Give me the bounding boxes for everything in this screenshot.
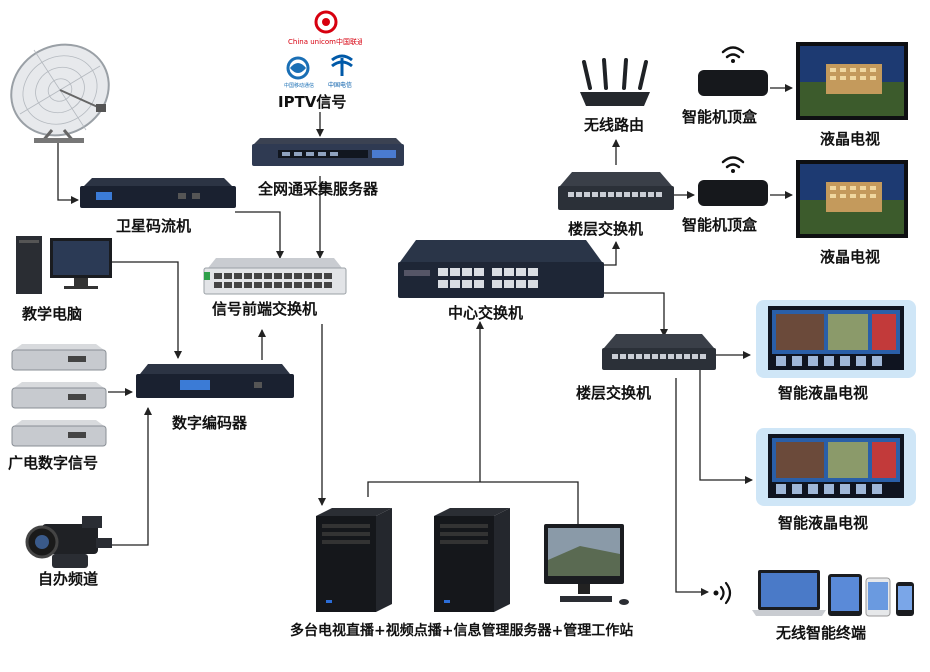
label-smart-tv-1: 智能液晶电视 bbox=[778, 384, 869, 402]
floor-switch-mid-device bbox=[600, 334, 718, 376]
smart-tv-1-icon bbox=[756, 300, 916, 378]
operator-logos: China unicom中国联通 中国移动通信 中国电信 bbox=[280, 8, 364, 90]
label-wireless-router: 无线路由 bbox=[584, 116, 645, 134]
server-tower-2-icon bbox=[430, 508, 514, 614]
label-stb-2: 智能机顶盒 bbox=[682, 216, 758, 234]
digital-settop-boxes-icon bbox=[8, 344, 110, 454]
satellite-receiver-device bbox=[78, 178, 238, 214]
label-digital-encoder: 数字编码器 bbox=[172, 414, 248, 432]
label-lcd-tv-1: 液晶电视 bbox=[820, 130, 881, 148]
lcd-tv-2-icon bbox=[796, 160, 908, 240]
svg-text:China unicom中国联通: China unicom中国联通 bbox=[288, 37, 362, 46]
label-own-channel: 自办频道 bbox=[38, 570, 99, 588]
label-front-switch: 信号前端交换机 bbox=[212, 300, 318, 318]
smart-tv-2-icon bbox=[756, 428, 916, 506]
wireless-router-icon bbox=[576, 58, 654, 110]
wire-servers-to-core bbox=[367, 481, 579, 524]
server-tower-1-icon bbox=[312, 508, 396, 614]
china-telecom-logo-icon: 中国电信 bbox=[328, 54, 353, 89]
china-mobile-logo-icon: 中国移动通信 bbox=[284, 56, 314, 89]
mobile-devices-icon bbox=[752, 568, 924, 618]
label-satellite-receiver: 卫星码流机 bbox=[116, 217, 192, 235]
floor-switch-top-device bbox=[556, 172, 676, 216]
workstation-icon bbox=[540, 524, 632, 610]
label-lcd-tv-2: 液晶电视 bbox=[820, 248, 881, 266]
wifi-signal-icon bbox=[710, 578, 738, 608]
wire-floorswitch-to-wireless bbox=[675, 378, 709, 596]
front-end-switch-device bbox=[200, 258, 350, 298]
wire-core-to-floorswitch-mid bbox=[604, 292, 668, 337]
smart-stb-2-icon bbox=[696, 150, 770, 212]
label-stb-1: 智能机顶盒 bbox=[682, 108, 758, 126]
label-core-switch: 中心交换机 bbox=[448, 304, 524, 322]
label-wireless-terminals: 无线智能终端 bbox=[776, 624, 867, 642]
smart-stb-1-icon bbox=[696, 40, 770, 102]
label-teaching-pc: 教学电脑 bbox=[22, 305, 83, 323]
label-floor-switch-top: 楼层交换机 bbox=[568, 220, 644, 238]
label-floor-switch-mid: 楼层交换机 bbox=[576, 384, 652, 402]
unicom-logo-icon: China unicom中国联通 bbox=[288, 10, 364, 46]
label-capture-server: 全网通采集服务器 bbox=[258, 180, 379, 198]
wire-floorswitch-to-smarttv2 bbox=[699, 370, 753, 484]
wire-camera-to-encoder bbox=[112, 407, 152, 546]
wire-dish-to-receiver bbox=[57, 140, 79, 204]
label-broadcast-digital: 广电数字信号 bbox=[8, 454, 99, 472]
digital-encoder-device bbox=[134, 364, 296, 404]
satellite-dish-icon bbox=[4, 30, 126, 145]
capture-server-device bbox=[248, 138, 408, 172]
lcd-tv-1-icon bbox=[796, 42, 908, 122]
wire-pc-to-encoder bbox=[100, 261, 182, 359]
video-camera-icon bbox=[22, 510, 114, 576]
svg-text:中国电信: 中国电信 bbox=[328, 81, 352, 89]
svg-text:中国移动通信: 中国移动通信 bbox=[284, 82, 314, 89]
wire-receiver-to-switch bbox=[235, 211, 284, 259]
teaching-pc-icon bbox=[16, 232, 116, 298]
core-switch-device bbox=[396, 240, 606, 302]
label-iptv: IPTV信号 bbox=[278, 93, 347, 111]
label-servers: 多台电视直播+视频点播+信息管理服务器+管理工作站 bbox=[290, 623, 634, 639]
label-smart-tv-2: 智能液晶电视 bbox=[778, 514, 869, 532]
